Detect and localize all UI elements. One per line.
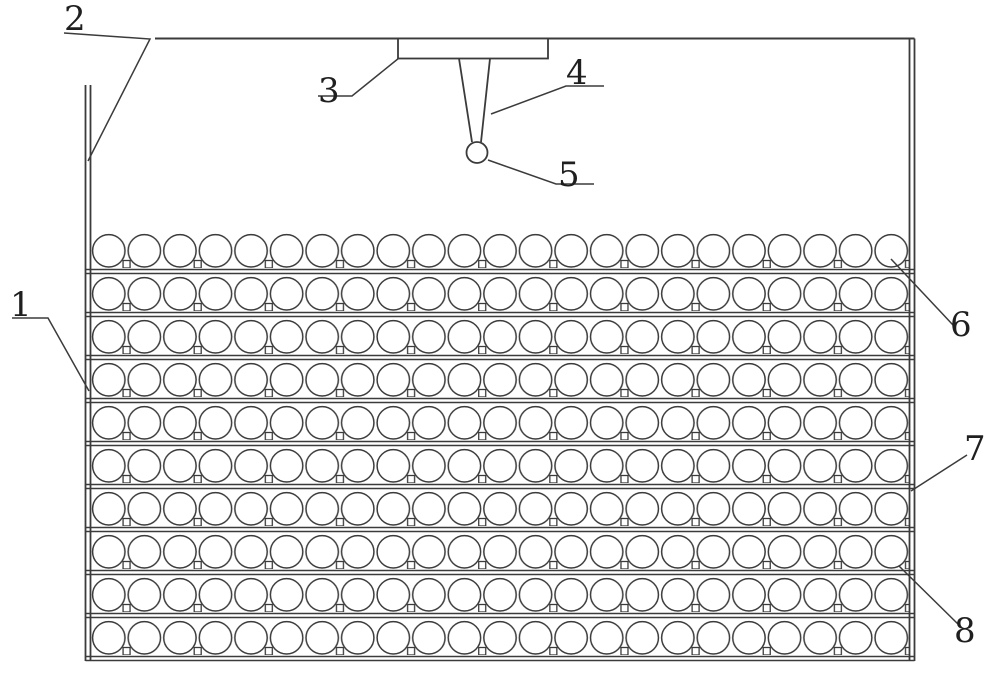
pipe-row: [91, 319, 909, 354]
feed-assembly: [397, 37, 549, 164]
pipe-row: [91, 620, 909, 655]
part-label-2: 2: [64, 0, 86, 39]
leader-line-1: [12, 317, 90, 392]
pipe-row: [91, 405, 909, 440]
pipe-row: [91, 276, 909, 311]
leader-line-3: [318, 57, 400, 97]
pipe-row: [91, 491, 909, 526]
part-label-4: 4: [566, 53, 588, 93]
pipe-row: [91, 448, 909, 483]
pipe-row: [91, 233, 909, 268]
leader-lines: [12, 32, 968, 629]
pipe-row: [91, 534, 909, 569]
pipe-row: [91, 362, 909, 397]
funnel-left-line: [458, 58, 473, 143]
leader-line-4: [490, 85, 604, 115]
pipe-row: [91, 577, 909, 612]
leader-line-8: [898, 565, 963, 629]
leader-line-6: [890, 258, 954, 326]
part-label-5: 5: [558, 155, 580, 195]
part-label-1: 1: [10, 285, 32, 325]
pipe-rows: [91, 233, 909, 655]
leader-line-7: [910, 454, 968, 492]
part-label-8: 8: [954, 611, 976, 651]
part-label-7: 7: [964, 429, 986, 469]
leader-line-5: [487, 159, 594, 185]
funnel-right-line: [480, 58, 491, 143]
part-label-3: 3: [318, 71, 340, 111]
shelf-rails: [85, 268, 915, 662]
leader-line-2: [63, 32, 152, 162]
feed-hopper-block: [397, 37, 549, 60]
nozzle-outlet-ball: [465, 141, 489, 164]
part-label-6: 6: [950, 305, 972, 345]
